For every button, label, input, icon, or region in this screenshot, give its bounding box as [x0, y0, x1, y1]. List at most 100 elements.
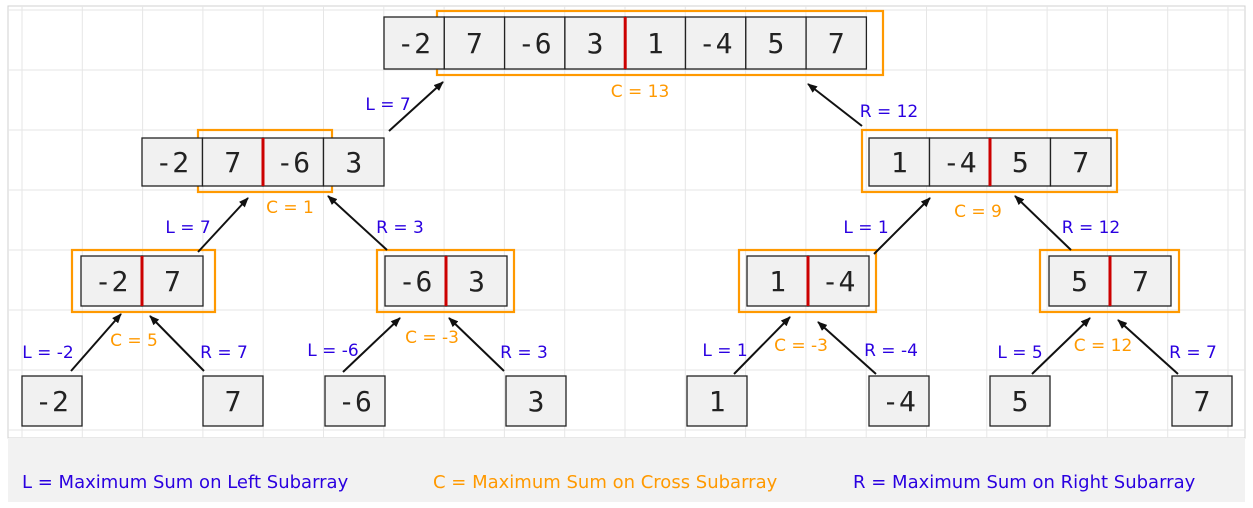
quarter-3-right-label: R = -4: [864, 341, 918, 361]
arrows: [70, 81, 1179, 375]
right-half-cross-label: C = 9: [954, 202, 1002, 222]
array-cell-value: 5: [1012, 385, 1029, 418]
array-cell-value: 1: [647, 27, 664, 60]
quarter-2-cross-label: C = -3: [405, 328, 459, 348]
array-cell: [141, 137, 204, 187]
quarter-1-cross-box: [70, 248, 217, 314]
leaf-8-array: 7: [1171, 375, 1233, 427]
array-cell: [686, 375, 748, 427]
array-cell: [928, 137, 991, 187]
leaf-4-array: 3: [505, 375, 567, 427]
quarter-2-left-label: L = -6: [307, 341, 358, 361]
leaf-1-array: -2: [21, 375, 83, 427]
array-cell: [80, 255, 143, 307]
array-cell-value: -2: [95, 265, 129, 298]
quarter-3-left-label: L = 1: [702, 341, 747, 361]
quarter-1-array: -2 7: [80, 255, 204, 307]
left-half-left-label: L = 7: [165, 218, 210, 238]
array-cell-value: 7: [1194, 385, 1211, 418]
left-half-right-label: R = 3: [376, 218, 424, 238]
array-cell: [868, 137, 931, 187]
array-cell: [21, 375, 83, 427]
array-cell: [746, 255, 809, 307]
quarter-1-left-label: L = -2: [22, 343, 73, 363]
array-cell-value: 7: [828, 27, 845, 60]
background-grid: [7, 5, 1246, 502]
quarter-3-array: 1-4: [746, 255, 870, 307]
quarter-1-cross-label: C = 5: [110, 331, 158, 351]
leaf-2-array: 7: [202, 375, 264, 427]
array-cell: [383, 16, 445, 70]
array-cell-value: 7: [225, 385, 242, 418]
array-cell: [324, 375, 386, 427]
legend-background: [8, 438, 1245, 502]
arrow-leaf-8-to-quarter-4: [1117, 319, 1179, 375]
root-cross-label: C = 13: [611, 82, 670, 102]
arrow-left-half-to-root: [388, 81, 444, 132]
quarter-4-cross-label: C = 12: [1074, 336, 1133, 356]
array-cell: [505, 375, 567, 427]
right-half-right-label: R = 12: [1062, 218, 1121, 238]
array-cell-value: -4: [699, 27, 733, 60]
array-cell-value: -4: [943, 146, 977, 179]
array-cell: [1171, 375, 1233, 427]
array-cell: [384, 255, 447, 307]
array-cell: [745, 16, 807, 70]
quarter-2-right-label: R = 3: [500, 343, 548, 363]
arrow-leaf-4-to-quarter-2: [448, 317, 505, 372]
quarter-2-cross-box: [375, 248, 516, 314]
array-cell-value: 3: [468, 265, 485, 298]
quarter-1-right-label: R = 7: [200, 343, 248, 363]
array-cell: [503, 16, 566, 70]
array-cell-value: -6: [276, 146, 310, 179]
array-cell-value: -4: [882, 385, 916, 418]
quarter-4-left-label: L = 5: [997, 343, 1042, 363]
array-cell-value: -2: [397, 27, 431, 60]
array-cell-value: 7: [224, 146, 241, 179]
leaf-5-array: 1: [686, 375, 748, 427]
arrow-leaf-7-to-quarter-4: [1031, 317, 1091, 375]
right-half-cross-box: [860, 128, 1119, 194]
left-half-cross-label: C = 1: [266, 198, 314, 218]
array-cell: [443, 16, 506, 70]
left-half-array: -2 7 -6 3: [141, 137, 385, 187]
array-cell-value: -4: [822, 265, 856, 298]
root-right-label: R = 12: [860, 102, 919, 122]
array-cell-value: 5: [1012, 146, 1029, 179]
array-cell-value: -6: [399, 265, 433, 298]
array-cell: [322, 137, 385, 187]
quarter-4-right-label: R = 7: [1169, 343, 1217, 363]
arrow-quarter-4-to-right-half: [1014, 195, 1072, 251]
leaf-3-array: -6: [324, 375, 386, 427]
array-cell-value: -2: [155, 146, 189, 179]
arrow-right-half-to-root: [807, 83, 863, 127]
arrow-quarter-2-to-left-half: [327, 195, 388, 251]
arrow-leaf-6-to-quarter-3: [817, 321, 877, 375]
array-cell-value: 1: [709, 385, 726, 418]
array-cell-value: 7: [164, 265, 181, 298]
array-cell: [868, 375, 930, 427]
root-left-label: L = 7: [365, 95, 410, 115]
array-cell-value: 7: [1132, 265, 1149, 298]
arrow-quarter-3-to-right-half: [873, 197, 931, 255]
array-cell: [564, 16, 626, 70]
legend-right: R = Maximum Sum on Right Subarray: [853, 472, 1196, 493]
legend-left: L = Maximum Sum on Left Subarray: [22, 472, 349, 493]
arrow-leaf-1-to-quarter-1: [70, 313, 122, 372]
arrow-leaf-2-to-quarter-1: [149, 315, 205, 372]
array-cell: [624, 16, 687, 70]
leaf-7-array: 5: [989, 375, 1051, 427]
array-cell: [1048, 255, 1111, 307]
array-cell-value: 7: [1072, 146, 1089, 179]
array-cell-value: -6: [338, 385, 372, 418]
leaf-6-array: -4: [868, 375, 930, 427]
arrow-leaf-5-to-quarter-3: [733, 316, 791, 375]
quarter-4-cross-box: [1038, 248, 1181, 314]
array-cell-value: 3: [345, 146, 362, 179]
array-cell-value: 3: [587, 27, 604, 60]
